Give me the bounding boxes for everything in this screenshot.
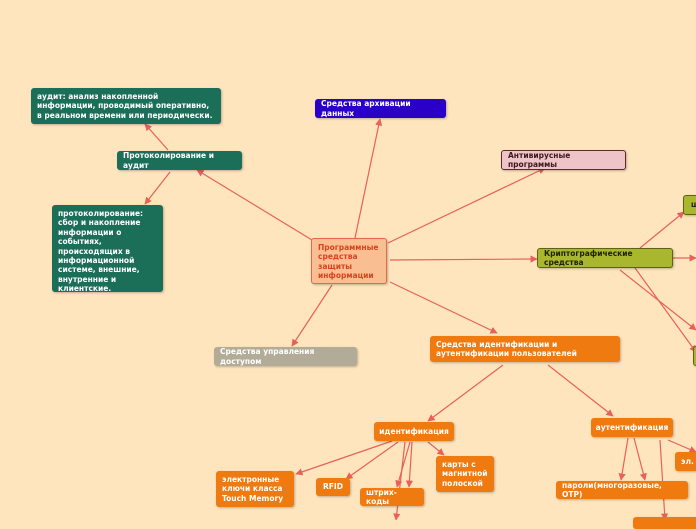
audit-note-node[interactable]: аудит: анализ накопленной информации, пр… (31, 88, 221, 124)
el-node[interactable]: эл. (675, 452, 696, 471)
logging-note-text: протоколирование: сбор и накопление инфо… (58, 209, 144, 293)
edge-ident-down (393, 441, 406, 520)
archiving-node[interactable]: Средства архивации данных (315, 99, 446, 118)
edge-crypto-bottom (634, 267, 696, 353)
edge-auth-passwords (618, 437, 629, 481)
magnetic-cards-label: карты с магнитной полоской (442, 459, 488, 488)
edge-ident-rfid (345, 441, 399, 480)
edge-ident-barcodes2 (405, 441, 414, 488)
rfid-label: RFID (323, 482, 343, 492)
edge-idauth-identification (427, 364, 504, 422)
edge-auth-el (667, 439, 696, 453)
edge-center-archiving (354, 118, 383, 239)
edge-center-idauth (389, 281, 498, 334)
barcodes-node[interactable]: штрих-коды (360, 488, 424, 506)
edge-ident-magnetic (427, 441, 445, 456)
offscreen-bottom-node[interactable] (633, 517, 696, 529)
center-label: Программные средства защиты информации (318, 243, 379, 281)
logging-audit-label: Протоколирование и аудит (123, 151, 215, 170)
access-control-node[interactable]: Средства управления доступом (214, 347, 357, 366)
edge-logging-note (144, 171, 171, 205)
el-label: эл. (681, 456, 694, 466)
logging-audit-node[interactable]: Протоколирование и аудит (117, 151, 242, 170)
rfid-node[interactable]: RFID (316, 478, 350, 496)
archiving-label: Средства архивации данных (321, 99, 411, 118)
edge-auth-passwords2 (633, 437, 647, 481)
touch-memory-label: электронные ключи класса Touch Memory (222, 474, 284, 503)
crypto-child-bottom-node[interactable] (693, 346, 696, 366)
edge-auth-down (659, 439, 669, 520)
edge-ident-touch (295, 440, 393, 476)
edge-center-crypto (389, 255, 538, 263)
center-node[interactable]: Программные средства защиты информации (311, 238, 387, 284)
crypto-label: Криптографические средства (544, 248, 633, 267)
touch-memory-node[interactable]: электронные ключи класса Touch Memory (216, 471, 294, 507)
edge-center-logging (196, 169, 313, 241)
identification-node[interactable]: идентификация (374, 422, 454, 441)
edge-center-antivirus (387, 167, 546, 244)
logging-note-node[interactable]: протоколирование: сбор и накопление инфо… (52, 205, 163, 293)
passwords-label: пароли(многоразовые, OTP) (562, 480, 662, 499)
antivirus-label: Антивирусные программы (508, 150, 571, 169)
edge-idauth-authentication (547, 364, 614, 417)
magnetic-cards-node[interactable]: карты с магнитной полоской (436, 456, 494, 492)
authentication-node[interactable]: аутентификация (591, 418, 673, 437)
access-control-label: Средства управления доступом (220, 347, 315, 366)
crypto-child-top-label: ш (691, 200, 696, 210)
identification-label: идентификация (379, 426, 449, 436)
edge-logging-audit (144, 123, 169, 151)
edge-crypto-top (639, 211, 685, 249)
edge-ident-barcodes (395, 441, 411, 488)
identification-auth-label: Средства идентификации и аутентификации … (436, 339, 577, 358)
passwords-node[interactable]: пароли(многоразовые, OTP) (556, 481, 688, 499)
crypto-child-top-node[interactable]: ш (683, 195, 696, 215)
crypto-node[interactable]: Криптографические средства (537, 248, 673, 268)
audit-note-text: аудит: анализ накопленной информации, пр… (37, 91, 213, 120)
authentication-label: аутентификация (595, 422, 669, 432)
antivirus-node[interactable]: Антивирусные программы (501, 150, 626, 170)
identification-auth-node[interactable]: Средства идентификации и аутентификации … (430, 336, 620, 362)
edge-center-access (291, 284, 333, 347)
barcodes-label: штрих-коды (366, 487, 397, 506)
